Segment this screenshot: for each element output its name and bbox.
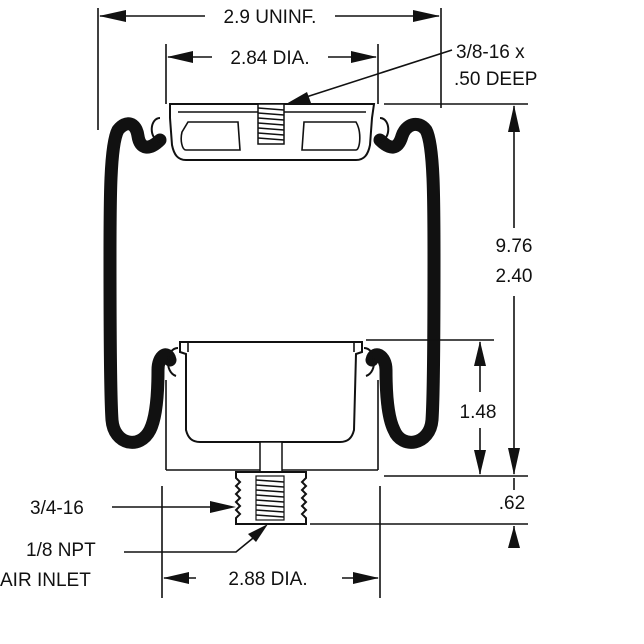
- top-hole-threads: [257, 107, 285, 141]
- top-width-dimension: 2.9 UNINF.: [97, 7, 442, 130]
- top-bead-left: [150, 117, 161, 143]
- bottom-diameter-dimension: 2.88 DIA.: [161, 486, 381, 598]
- bellows-left-wall: [103, 117, 177, 449]
- stud-inlet-bore: [255, 475, 285, 521]
- top-plate-pocket-right: [301, 121, 361, 151]
- top-plate-arrow-right: [351, 51, 377, 63]
- stud-inlet-threads: [255, 479, 285, 518]
- stud-thread-callout: 3/4-16: [30, 498, 236, 519]
- top-thread-label-line1: 3/8-16 x: [456, 42, 525, 63]
- piston-height-arrow-top: [474, 341, 486, 366]
- piston-body: [179, 341, 363, 443]
- air-inlet-label-line2: AIR INLET: [0, 570, 91, 591]
- top-thread-label-line2: .50 DEEP: [454, 69, 537, 90]
- top-width-label: 2.9 UNINF.: [224, 7, 317, 28]
- stud-length-label: .62: [499, 493, 525, 514]
- air-inlet-label-line1: 1/8 NPT: [26, 540, 96, 561]
- height-label-line1: 9.76: [496, 236, 533, 257]
- bottom-dia-arrow-left: [163, 572, 189, 584]
- top-width-arrow-left: [99, 10, 126, 22]
- overall-height-dimension: 9.76 2.40: [384, 103, 533, 477]
- top-thread-leader: [299, 49, 453, 100]
- top-thread-leader-arrow: [286, 92, 311, 104]
- top-thread-callout: 3/8-16 x .50 DEEP: [286, 42, 537, 104]
- stud-length-dimension: .62: [310, 478, 528, 548]
- top-bead-plate: [169, 103, 376, 161]
- bellows-right-wall: [365, 117, 441, 449]
- piston-height-dimension: 1.48: [366, 339, 497, 475]
- height-label-line2: 2.40: [496, 266, 533, 287]
- height-arrow-bottom: [508, 448, 520, 475]
- top-plate-diameter-dimension: 2.84 DIA.: [165, 44, 379, 104]
- height-arrow-top: [508, 105, 520, 132]
- stud-thread-label: 3/4-16: [30, 498, 84, 519]
- top-bead-right: [379, 117, 390, 143]
- bottom-dia-arrow-right: [353, 572, 379, 584]
- piston-height-label: 1.48: [460, 402, 497, 423]
- stud-length-arrow-bottom: [508, 526, 520, 548]
- bottom-dia-label: 2.88 DIA.: [228, 569, 307, 590]
- top-plate-dia-label: 2.84 DIA.: [230, 48, 309, 69]
- stud-thread-arrow: [210, 501, 236, 513]
- piston-bead-right: [363, 347, 375, 377]
- air-inlet-arrow: [248, 524, 268, 542]
- top-plate-arrow-left: [167, 51, 193, 63]
- piston-height-arrow-bottom: [474, 450, 486, 475]
- top-width-arrow-right: [413, 10, 440, 22]
- air-inlet-leader: [124, 533, 259, 553]
- top-plate-pocket-left: [180, 121, 241, 151]
- piston-bead-left: [167, 347, 179, 377]
- mounting-stud: [234, 441, 308, 525]
- stud-neck: [259, 441, 283, 473]
- bellows-sleeve: [103, 117, 441, 449]
